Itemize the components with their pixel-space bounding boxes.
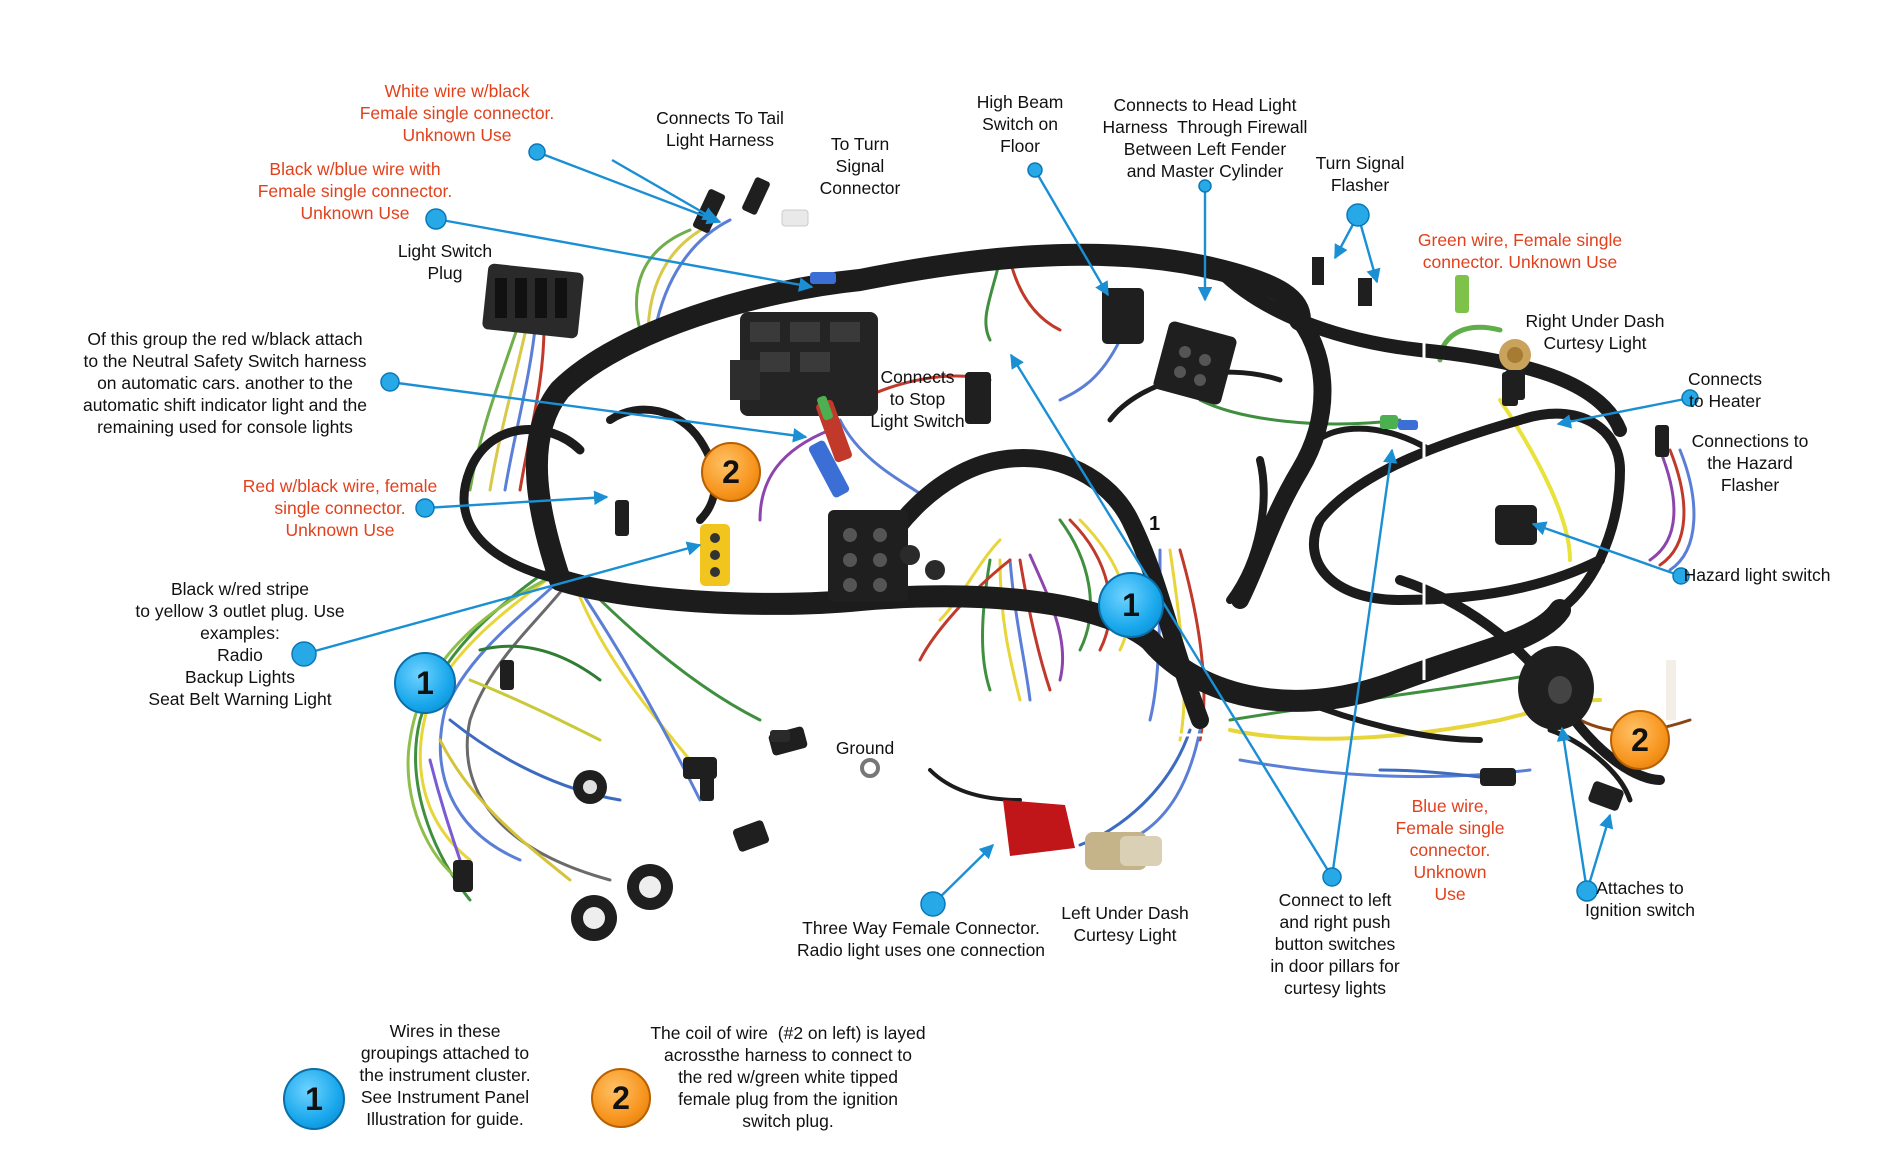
main-harness: [459, 243, 1665, 803]
label-ground: Ground: [835, 738, 895, 758]
label-high-beam: High Beam Switch on Floor: [976, 92, 1064, 156]
pointer-three-way: [932, 843, 995, 905]
label-blue-wire: Blue wire, Female single connector. Unkn…: [1395, 796, 1505, 904]
pointer-black-blue: [435, 217, 814, 292]
label-hazard-flasher: Connections to the Hazard Flasher: [1691, 431, 1809, 495]
callout-dots: [291, 143, 1699, 917]
label-black-blue: Black w/blue wire with Female single con…: [257, 159, 453, 223]
group-one-badge-center: 1: [1098, 572, 1164, 638]
label-door-pillars: Connect to left and right push button sw…: [1270, 890, 1400, 998]
pointer-door-a: [1009, 353, 1334, 878]
label-neutral-group: Of this group the red w/black attach to …: [82, 329, 368, 437]
pointer-red-black: [424, 490, 609, 510]
pointer-yellow-plug: [303, 541, 702, 656]
group-two-badge-left: 2: [701, 442, 761, 502]
pointer-hazard-switch: [1531, 521, 1682, 578]
pointer-ignition-b: [1585, 813, 1614, 892]
label-yellow-plug: Black w/red stripe to yellow 3 outlet pl…: [135, 579, 345, 709]
legend-text-one: Wires in these groupings attached to the…: [359, 1021, 531, 1129]
label-white-wire: White wire w/black Female single connect…: [359, 81, 555, 145]
label-ignition: Attaches to Ignition switch: [1585, 878, 1695, 920]
legend-badge-one: 1: [283, 1068, 345, 1130]
label-three-way: Three Way Female Connector. Radio light …: [796, 918, 1046, 960]
small-group-marker: 1: [1149, 513, 1161, 535]
label-stop-light: Connects to Stop Light Switch: [870, 367, 965, 431]
legend-badge-two: 2: [591, 1068, 651, 1128]
label-right-courtesy: Right Under Dash Curtesy Light: [1525, 311, 1665, 353]
group-one-badge-left: 1: [394, 652, 456, 714]
label-head-light: Connects to Head Light Harness Through F…: [1102, 95, 1308, 181]
label-hazard-switch: Hazard light switch: [1683, 565, 1831, 585]
label-left-courtesy: Left Under Dash Curtesy Light: [1061, 903, 1189, 945]
pointer-door-b: [1330, 448, 1398, 878]
group-two-badge-right: 2: [1610, 710, 1670, 770]
pointer-tail-light: [611, 158, 718, 222]
pointer-white-wire: [536, 150, 722, 225]
label-red-black: Red w/black wire, female single connecto…: [242, 476, 438, 540]
pointer-heater: [1556, 396, 1691, 429]
label-turn-flasher: Turn Signal Flasher: [1315, 153, 1405, 195]
label-heater: Connects to Heater: [1688, 369, 1762, 411]
label-light-switch: Light Switch Plug: [397, 241, 493, 283]
label-green-wire: Green wire, Female single connector. Unk…: [1417, 230, 1623, 272]
callout-pointers: [303, 150, 1691, 905]
label-tail-light: Connects To Tail Light Harness: [656, 108, 784, 150]
legend-text-two: The coil of wire (#2 on left) is layed a…: [650, 1023, 926, 1131]
pointer-neutral-group: [389, 380, 808, 443]
pointer-high-beam: [1033, 169, 1110, 297]
label-turn-signal-connector: To Turn Signal Connector: [819, 134, 901, 198]
pointer-ignition-a: [1556, 726, 1589, 892]
connectors: [453, 177, 1676, 941]
